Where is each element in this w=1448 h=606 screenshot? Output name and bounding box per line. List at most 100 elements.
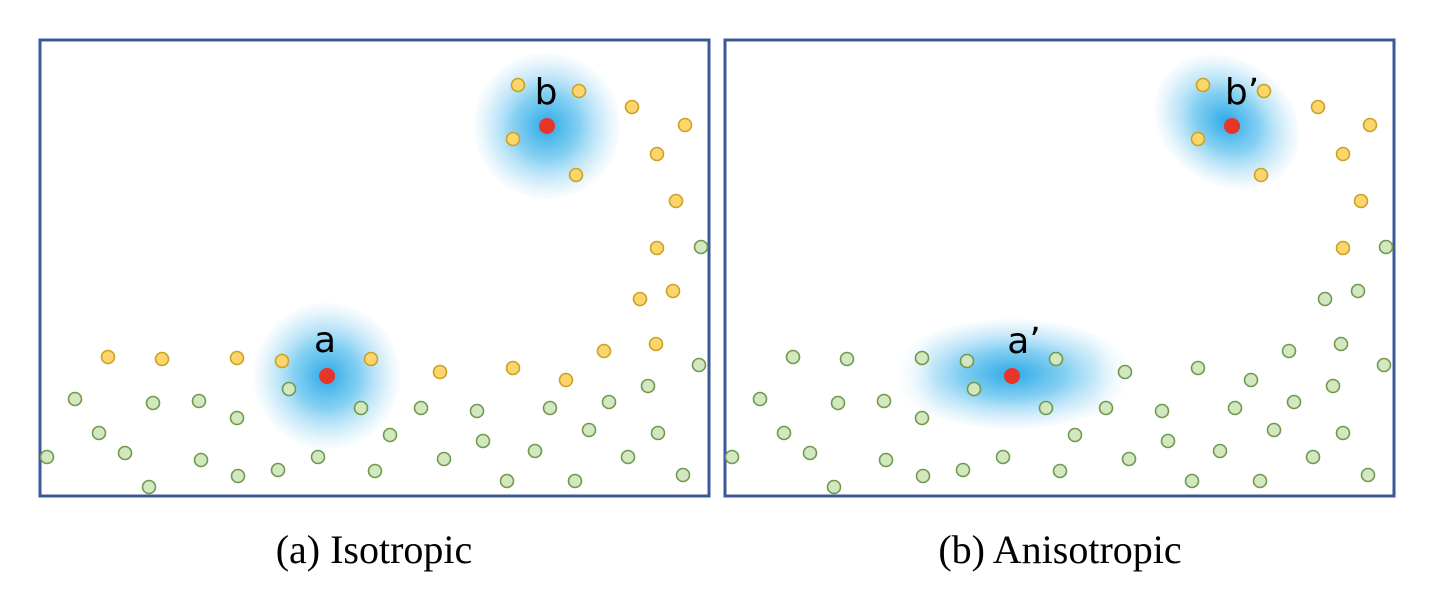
green-point: [1098, 400, 1114, 416]
green-point: [367, 463, 383, 479]
green-point: [40, 449, 55, 465]
green-point: [959, 353, 975, 369]
yellow-point: [1310, 99, 1326, 115]
green-point: [620, 449, 636, 465]
yellow-point: [665, 283, 681, 299]
green-point: [310, 449, 326, 465]
green-point: [1121, 451, 1137, 467]
green-point: [141, 479, 157, 495]
yellow-point: [363, 351, 379, 367]
green-point: [878, 452, 894, 468]
panel-anisotropic: a’ b’ (b) Anisotropic: [723, 38, 1396, 572]
yellow-point: [677, 117, 693, 133]
yellow-point: [1253, 167, 1269, 183]
yellow-point: [632, 291, 648, 307]
green-point: [91, 425, 107, 441]
green-point: [382, 427, 398, 443]
green-point: [915, 468, 931, 484]
yellow-point: [596, 343, 612, 359]
caption-b: (b) Anisotropic: [938, 527, 1181, 572]
green-point: [955, 462, 971, 478]
green-point: [1378, 239, 1394, 255]
green-point: [229, 410, 245, 426]
yellow-point: [100, 349, 116, 365]
green-point: [640, 378, 656, 394]
green-point: [1286, 394, 1302, 410]
yellow-point: [1335, 146, 1351, 162]
green-point: [469, 403, 485, 419]
green-point: [752, 391, 768, 407]
green-point: [1350, 283, 1366, 299]
green-point: [1212, 443, 1228, 459]
yellow-point: [432, 364, 448, 380]
green-point: [995, 449, 1011, 465]
green-point: [1333, 336, 1349, 352]
green-points: [40, 239, 709, 495]
yellow-point: [1353, 193, 1369, 209]
green-point: [1184, 473, 1200, 489]
green-point: [499, 473, 515, 489]
green-point: [650, 425, 666, 441]
green-point: [145, 395, 161, 411]
green-point: [914, 410, 930, 426]
center-point-b-prime: [1224, 118, 1240, 134]
green-point: [353, 400, 369, 416]
green-point: [117, 445, 133, 461]
green-point: [601, 394, 617, 410]
yellow-point: [1335, 240, 1351, 256]
panel-b-frame: [723, 38, 1396, 498]
green-points: [725, 239, 1394, 495]
green-point: [1376, 357, 1392, 373]
center-point-a-prime: [1004, 368, 1020, 384]
green-point: [1305, 449, 1321, 465]
green-point: [675, 467, 691, 483]
green-point: [914, 350, 930, 366]
green-point: [1048, 351, 1064, 367]
yellow-point: [648, 336, 664, 352]
green-point: [281, 381, 297, 397]
green-point: [1160, 433, 1176, 449]
green-point: [1117, 364, 1133, 380]
green-point: [1335, 425, 1351, 441]
yellow-points: [1190, 77, 1378, 256]
green-point: [1067, 427, 1083, 443]
green-point: [1227, 400, 1243, 416]
green-point: [1325, 378, 1341, 394]
green-point: [191, 393, 207, 409]
green-point: [1360, 467, 1376, 483]
yellow-point: [1256, 83, 1272, 99]
green-point: [839, 351, 855, 367]
yellow-point: [505, 131, 521, 147]
green-point: [826, 479, 842, 495]
yellow-point: [649, 240, 665, 256]
yellow-point: [571, 83, 587, 99]
green-point: [693, 239, 709, 255]
green-point: [567, 473, 583, 489]
green-point: [785, 349, 801, 365]
green-point: [725, 449, 740, 465]
green-point: [436, 451, 452, 467]
panel-isotropic: a b (a) Isotropic: [38, 38, 711, 572]
green-point: [1154, 403, 1170, 419]
yellow-point: [1190, 131, 1206, 147]
green-point: [691, 357, 707, 373]
green-point: [230, 468, 246, 484]
green-point: [413, 400, 429, 416]
green-point: [1317, 291, 1333, 307]
green-point: [830, 395, 846, 411]
green-point: [1190, 360, 1206, 376]
yellow-point: [624, 99, 640, 115]
green-point: [193, 452, 209, 468]
green-point: [542, 400, 558, 416]
label-a-prime: a’: [1007, 321, 1041, 362]
yellow-point: [1362, 117, 1378, 133]
label-a: a: [314, 320, 336, 361]
yellow-point: [505, 360, 521, 376]
yellow-point: [1195, 77, 1211, 93]
yellow-point: [154, 351, 170, 367]
green-point: [876, 393, 892, 409]
green-point: [802, 445, 818, 461]
green-point: [67, 391, 83, 407]
green-point: [1281, 343, 1297, 359]
